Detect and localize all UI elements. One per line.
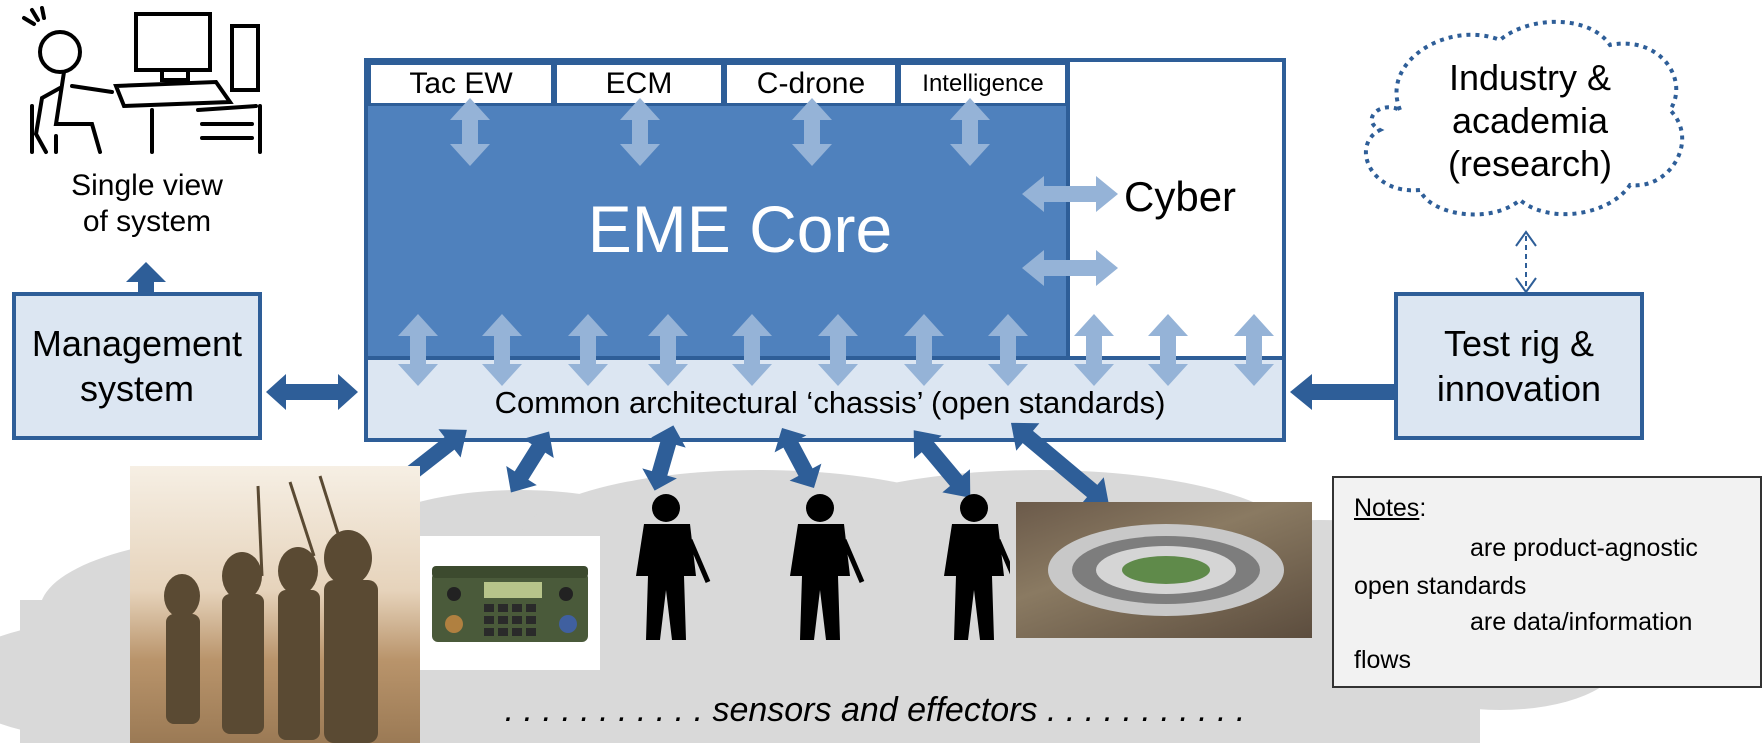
soldier-silhouette-icon bbox=[790, 494, 865, 640]
open-standard-arrow bbox=[1022, 250, 1118, 286]
soldiers-photo bbox=[130, 466, 420, 743]
sensors-effectors-label: . . . . . . . . . . . sensors and effect… bbox=[504, 691, 1246, 729]
cyber-arrows bbox=[1022, 176, 1118, 286]
notes-box: Notes: are product-agnostic open standar… bbox=[1332, 476, 1762, 688]
gchq-drawing bbox=[1048, 524, 1284, 616]
notes-title-colon: : bbox=[1419, 494, 1427, 522]
test-rig-box: Test rig & innovation bbox=[1394, 292, 1644, 440]
management-line1: Management bbox=[31, 323, 243, 364]
open-standard-arrow bbox=[1022, 176, 1118, 212]
industry-label: Industry & academia (research) bbox=[1410, 56, 1650, 186]
chassis-arrows bbox=[398, 314, 1274, 386]
notes-item2-text-a: are data/information bbox=[1470, 608, 1693, 636]
open-standard-arrow bbox=[648, 314, 688, 386]
single-view-line2: of system bbox=[82, 205, 212, 238]
data-flow-arrow bbox=[913, 430, 971, 498]
radio-drawing bbox=[432, 566, 588, 642]
open-standard-arrow bbox=[1148, 314, 1188, 386]
single-view-line1: Single view bbox=[71, 169, 223, 202]
management-system-box: Management system bbox=[12, 292, 262, 440]
notes-title: Notes bbox=[1354, 494, 1420, 522]
data-flow-arrow bbox=[506, 431, 554, 493]
industry-line3: (research) bbox=[1447, 143, 1613, 185]
tab-arrows bbox=[450, 98, 990, 166]
tab-c-drone-label: C-drone bbox=[756, 67, 866, 100]
open-standard-arrow bbox=[482, 314, 522, 386]
industry-line2: academia bbox=[1451, 100, 1609, 142]
open-standard-arrow bbox=[620, 98, 660, 166]
eme-core-title: EME Core bbox=[587, 192, 893, 266]
open-standard-arrow bbox=[450, 98, 490, 166]
core-divider bbox=[1066, 62, 1070, 356]
tab-tac-ew: Tac EW bbox=[368, 62, 554, 106]
tab-c-drone: C-drone bbox=[724, 62, 898, 106]
notes-item1-text-b: open standards bbox=[1354, 572, 1527, 600]
open-standard-arrow bbox=[818, 314, 858, 386]
open-standard-arrow bbox=[1234, 314, 1274, 386]
open-standard-arrow bbox=[904, 314, 944, 386]
soldier-silhouettes bbox=[636, 494, 1010, 640]
test-rig-line1: Test rig & bbox=[1443, 323, 1595, 364]
industry-line1: Industry & bbox=[1448, 57, 1612, 98]
soldier-silhouette-icon bbox=[944, 494, 1010, 640]
open-standard-arrow bbox=[792, 98, 832, 166]
single-view-label: Single view of system bbox=[22, 168, 272, 240]
chassis-label: Common architectural ‘chassis’ (open sta… bbox=[494, 385, 1166, 420]
research-link-arrow bbox=[1515, 230, 1537, 294]
radio-device-image bbox=[420, 536, 600, 670]
notes-item1-text-a: are product-agnostic bbox=[1470, 534, 1698, 562]
tab-intelligence: Intelligence bbox=[898, 62, 1068, 106]
test-rig-line2: innovation bbox=[1436, 368, 1602, 409]
data-flow-arrow bbox=[774, 427, 822, 489]
management-line2: system bbox=[79, 368, 194, 409]
tab-tac-ew-label: Tac EW bbox=[409, 67, 513, 100]
open-standard-arrow bbox=[950, 98, 990, 166]
tab-ecm-label: ECM bbox=[605, 67, 673, 100]
notes-title-row: Notes: bbox=[1354, 494, 1426, 523]
open-standard-arrow bbox=[568, 314, 608, 386]
industry-cloud-icon bbox=[1363, 19, 1685, 217]
data-flow-arrow bbox=[642, 425, 686, 491]
open-standard-arrow bbox=[988, 314, 1028, 386]
open-standard-arrow bbox=[398, 314, 438, 386]
person-at-computer-icon bbox=[22, 6, 262, 154]
tab-intelligence-label: Intelligence bbox=[922, 70, 1044, 97]
open-standard-arrow bbox=[732, 314, 772, 386]
gchq-building-photo bbox=[1016, 502, 1312, 638]
data-flow-arrow bbox=[266, 374, 358, 410]
open-standard-arrow bbox=[1074, 314, 1114, 386]
data-flow-arrow bbox=[1010, 422, 1110, 506]
soldier-silhouette-icon bbox=[636, 494, 711, 640]
cyber-label: Cyber bbox=[1124, 173, 1237, 220]
soldiers-silhouettes bbox=[164, 475, 378, 743]
data-flow-arrow bbox=[1290, 374, 1394, 410]
notes-item2-text-b: flows bbox=[1354, 646, 1411, 674]
